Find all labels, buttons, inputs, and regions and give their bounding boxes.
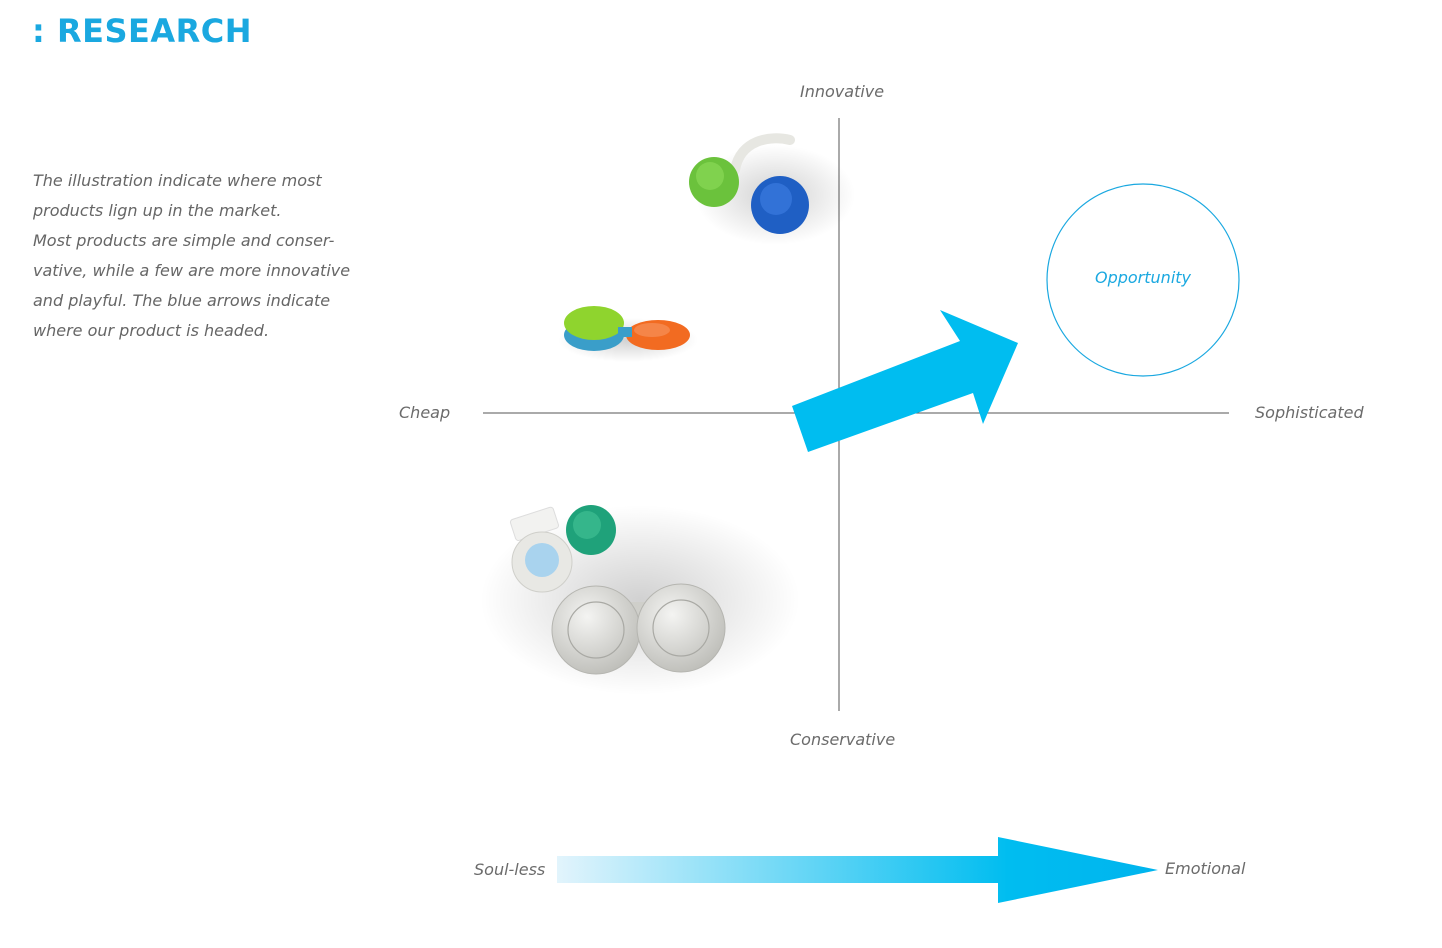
axis-label-cheap: Cheap [399, 403, 451, 422]
product-image-flip-case [689, 133, 855, 245]
scale-label-emotional: Emotional [1165, 859, 1246, 878]
axis-label-innovative: Innovative [800, 82, 885, 101]
description-text: The illustration indicate where most pro… [33, 171, 351, 340]
scale-label-soulless: Soul-less [474, 860, 546, 879]
direction-arrow [792, 310, 1018, 452]
soul-emotional-scale-arrow [557, 837, 1158, 903]
axis-label-conservative: Conservative [790, 730, 896, 749]
opportunity-circle [1046, 183, 1240, 377]
axis-label-sophisticated: Sophisticated [1255, 403, 1364, 422]
opportunity-label: Opportunity [1094, 268, 1191, 287]
page-title: : RESEARCH [32, 12, 253, 50]
product-image-standard-cases [480, 505, 800, 695]
product-image-orange-case [558, 306, 698, 362]
